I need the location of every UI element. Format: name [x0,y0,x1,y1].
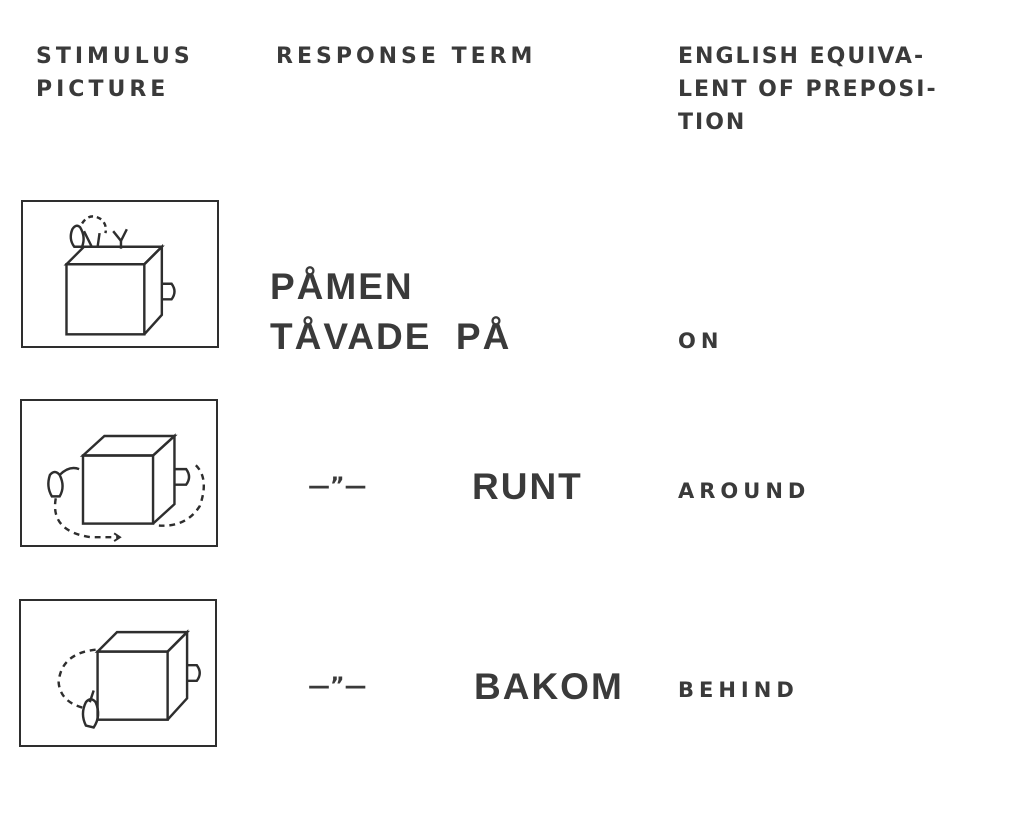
header-english-line-3: TION [678,110,747,135]
header-stimulus-picture: STIMULUS PICTURE [36,40,194,106]
header-english-equivalent: ENGLISH EQUIVA- LENT OF PREPOSI- TION [678,40,938,139]
response-term-runt: RUNT [472,466,583,507]
english-behind: BEHIND [678,678,799,702]
header-response-line: RESPONSE TERM [276,44,537,69]
header-english-line-2: LENT OF PREPOSI- [678,77,938,102]
response-term-tavade-pa: TÅVADE PÅ [270,316,512,357]
response-term-pamen: PÅMEN [270,266,414,307]
ditto-mark-bakom: —”— [308,674,367,699]
header-stimulus-line-2: PICTURE [36,77,170,102]
stimulus-picture-around [20,399,218,547]
english-around: AROUND [678,479,811,503]
header-stimulus-line-1: STIMULUS [36,44,194,69]
stimulus-picture-behind [19,599,217,747]
hand-behind-box-icon [57,629,201,729]
response-term-bakom: BAKOM [474,666,624,707]
ditto-mark-runt: —”— [308,474,367,499]
english-on: ON [678,329,724,353]
hand-on-box-icon [63,215,176,336]
header-response-term: RESPONSE TERM [276,40,536,73]
stimulus-picture-on [21,200,219,348]
header-english-line-1: ENGLISH EQUIVA- [678,44,926,69]
hand-around-box-icon [47,433,205,542]
